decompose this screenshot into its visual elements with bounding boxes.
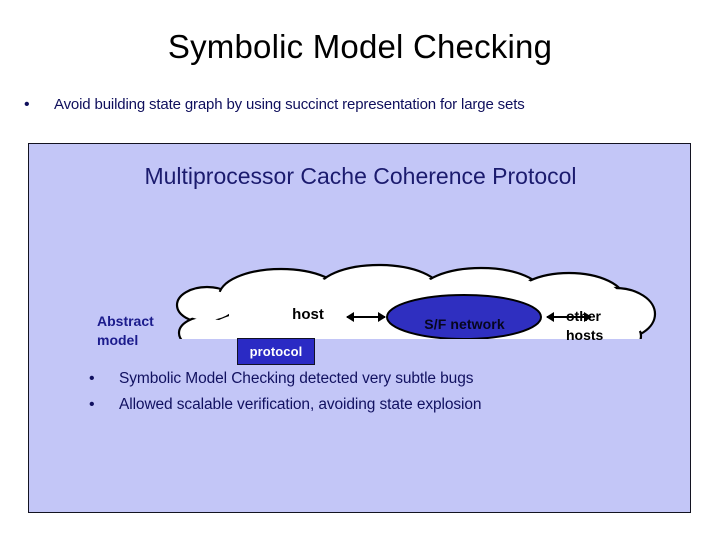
other-hosts-label: other hosts [566,307,603,345]
protocol-label: protocol [249,344,303,359]
sf-network-ellipse [386,294,542,339]
bullet-marker-icon: • [89,370,95,387]
arrow-host-to-network [346,312,386,322]
cloud-merge-11 [180,290,234,320]
top-bullet-item: • Avoid building state graph by using su… [24,96,714,113]
cloud-diagram-svg [175,263,657,339]
other-hosts-label-line2: hosts [566,327,604,343]
bullet-marker-icon: • [24,96,30,113]
top-bullet-text: Avoid building state graph by using succ… [54,96,525,113]
host-label: host [292,306,324,323]
other-hosts-label-line1: other [566,308,601,324]
list-item: • Symbolic Model Checking detected very … [89,370,669,396]
panel-bullet-text: Allowed scalable verification, avoiding … [119,396,482,413]
content-panel: Multiprocessor Cache Coherence Protocol [28,143,691,513]
protocol-box: protocol [237,338,315,365]
cloud-diagram: Abstract model host protocol S/F network… [29,204,692,365]
panel-bullet-list: • Symbolic Model Checking detected very … [89,370,669,422]
sf-network-label: S/F network [424,316,505,332]
arrow-network-to-other-hosts [546,312,592,322]
cloud-merge-12 [182,319,236,339]
abstract-model-label: Abstract model [97,312,154,350]
list-item: • Allowed scalable verification, avoidin… [89,396,669,422]
bullet-marker-icon: • [89,396,95,413]
abstract-model-label-line2: model [97,332,139,348]
panel-heading: Multiprocessor Cache Coherence Protocol [144,163,577,189]
abstract-model-label-line1: Abstract [97,313,154,329]
page-title: Symbolic Model Checking [167,28,553,65]
panel-bullet-text: Symbolic Model Checking detected very su… [119,370,474,387]
